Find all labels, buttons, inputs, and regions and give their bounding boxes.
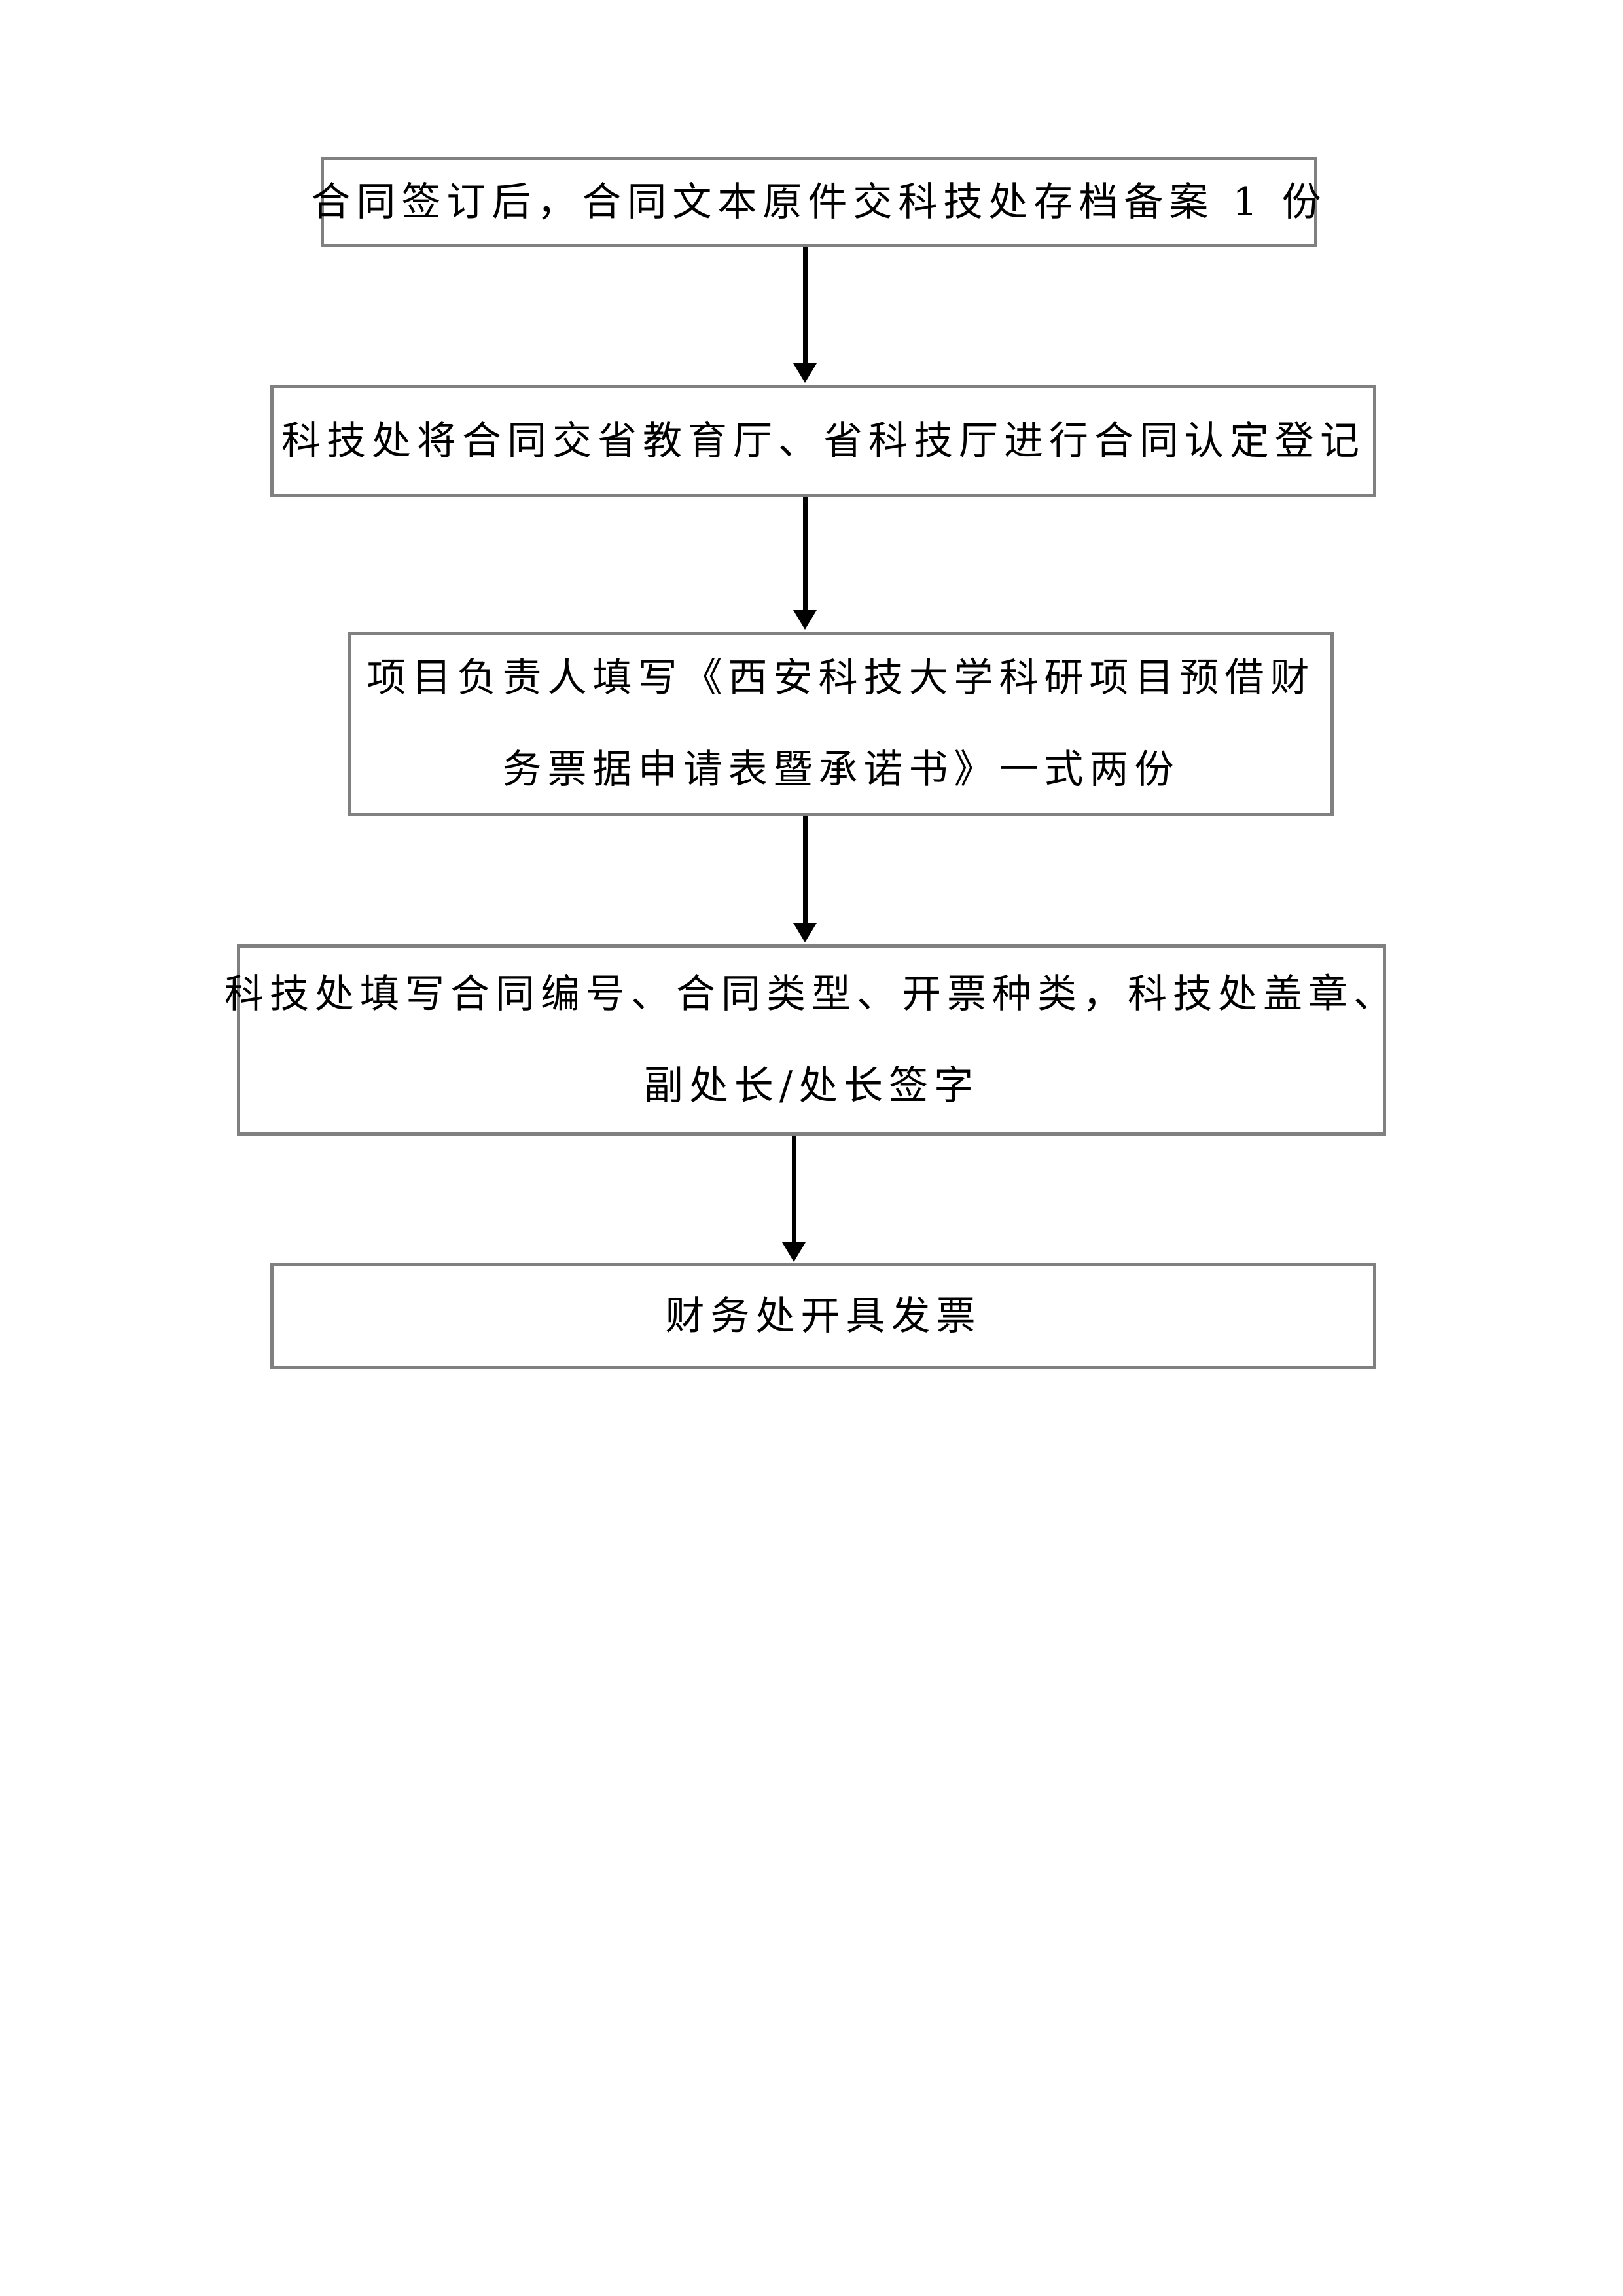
flow-step-4-text-line-1: 科技处填写合同编号、合同类型、开票种类，科技处盖章、 [224, 971, 1399, 1017]
flow-step-5-text: 财务处开具发票 [665, 1293, 982, 1339]
arrow-down-4 [782, 1136, 806, 1262]
flow-step-3-text-line-2: 务票据申请表暨承诺书》一式两份 [502, 747, 1180, 793]
arrow-down-1 [793, 247, 817, 383]
flow-step-1: 合同签订后，合同文本原件交科技处存档备案 1 份 [311, 157, 1321, 247]
flow-step-5: 财务处开具发票 [270, 1263, 1376, 1369]
arrow-down-2 [793, 497, 817, 630]
flow-step-3-text-line-1: 项目负责人填写《西安科技大学科研项目预借财 [366, 655, 1315, 701]
arrow-down-4-head-icon [782, 1242, 806, 1262]
arrow-down-2-head-icon [793, 610, 817, 630]
flow-step-2: 科技处将合同交省教育厅、省科技厅进行合同认定登记 [270, 385, 1376, 497]
arrow-down-3 [793, 816, 817, 942]
flow-step-4-text-line-2: 副处长/处长签字 [643, 1063, 980, 1109]
arrow-down-3-stem [802, 816, 808, 923]
arrow-down-4-stem [791, 1136, 796, 1242]
flow-step-1-text: 合同签订后，合同文本原件交科技处存档备案 1 份 [311, 179, 1327, 225]
flow-step-2-text: 科技处将合同交省教育厅、省科技厅进行合同认定登记 [281, 418, 1365, 464]
arrow-down-3-head-icon [793, 923, 817, 942]
arrow-down-2-stem [802, 497, 808, 610]
arrow-down-1-stem [802, 247, 808, 363]
flow-step-3: 项目负责人填写《西安科技大学科研项目预借财 务票据申请表暨承诺书》一式两份 [348, 632, 1334, 816]
arrow-down-1-head-icon [793, 363, 817, 383]
flow-step-4: 科技处填写合同编号、合同类型、开票种类，科技处盖章、 副处长/处长签字 [224, 944, 1393, 1136]
